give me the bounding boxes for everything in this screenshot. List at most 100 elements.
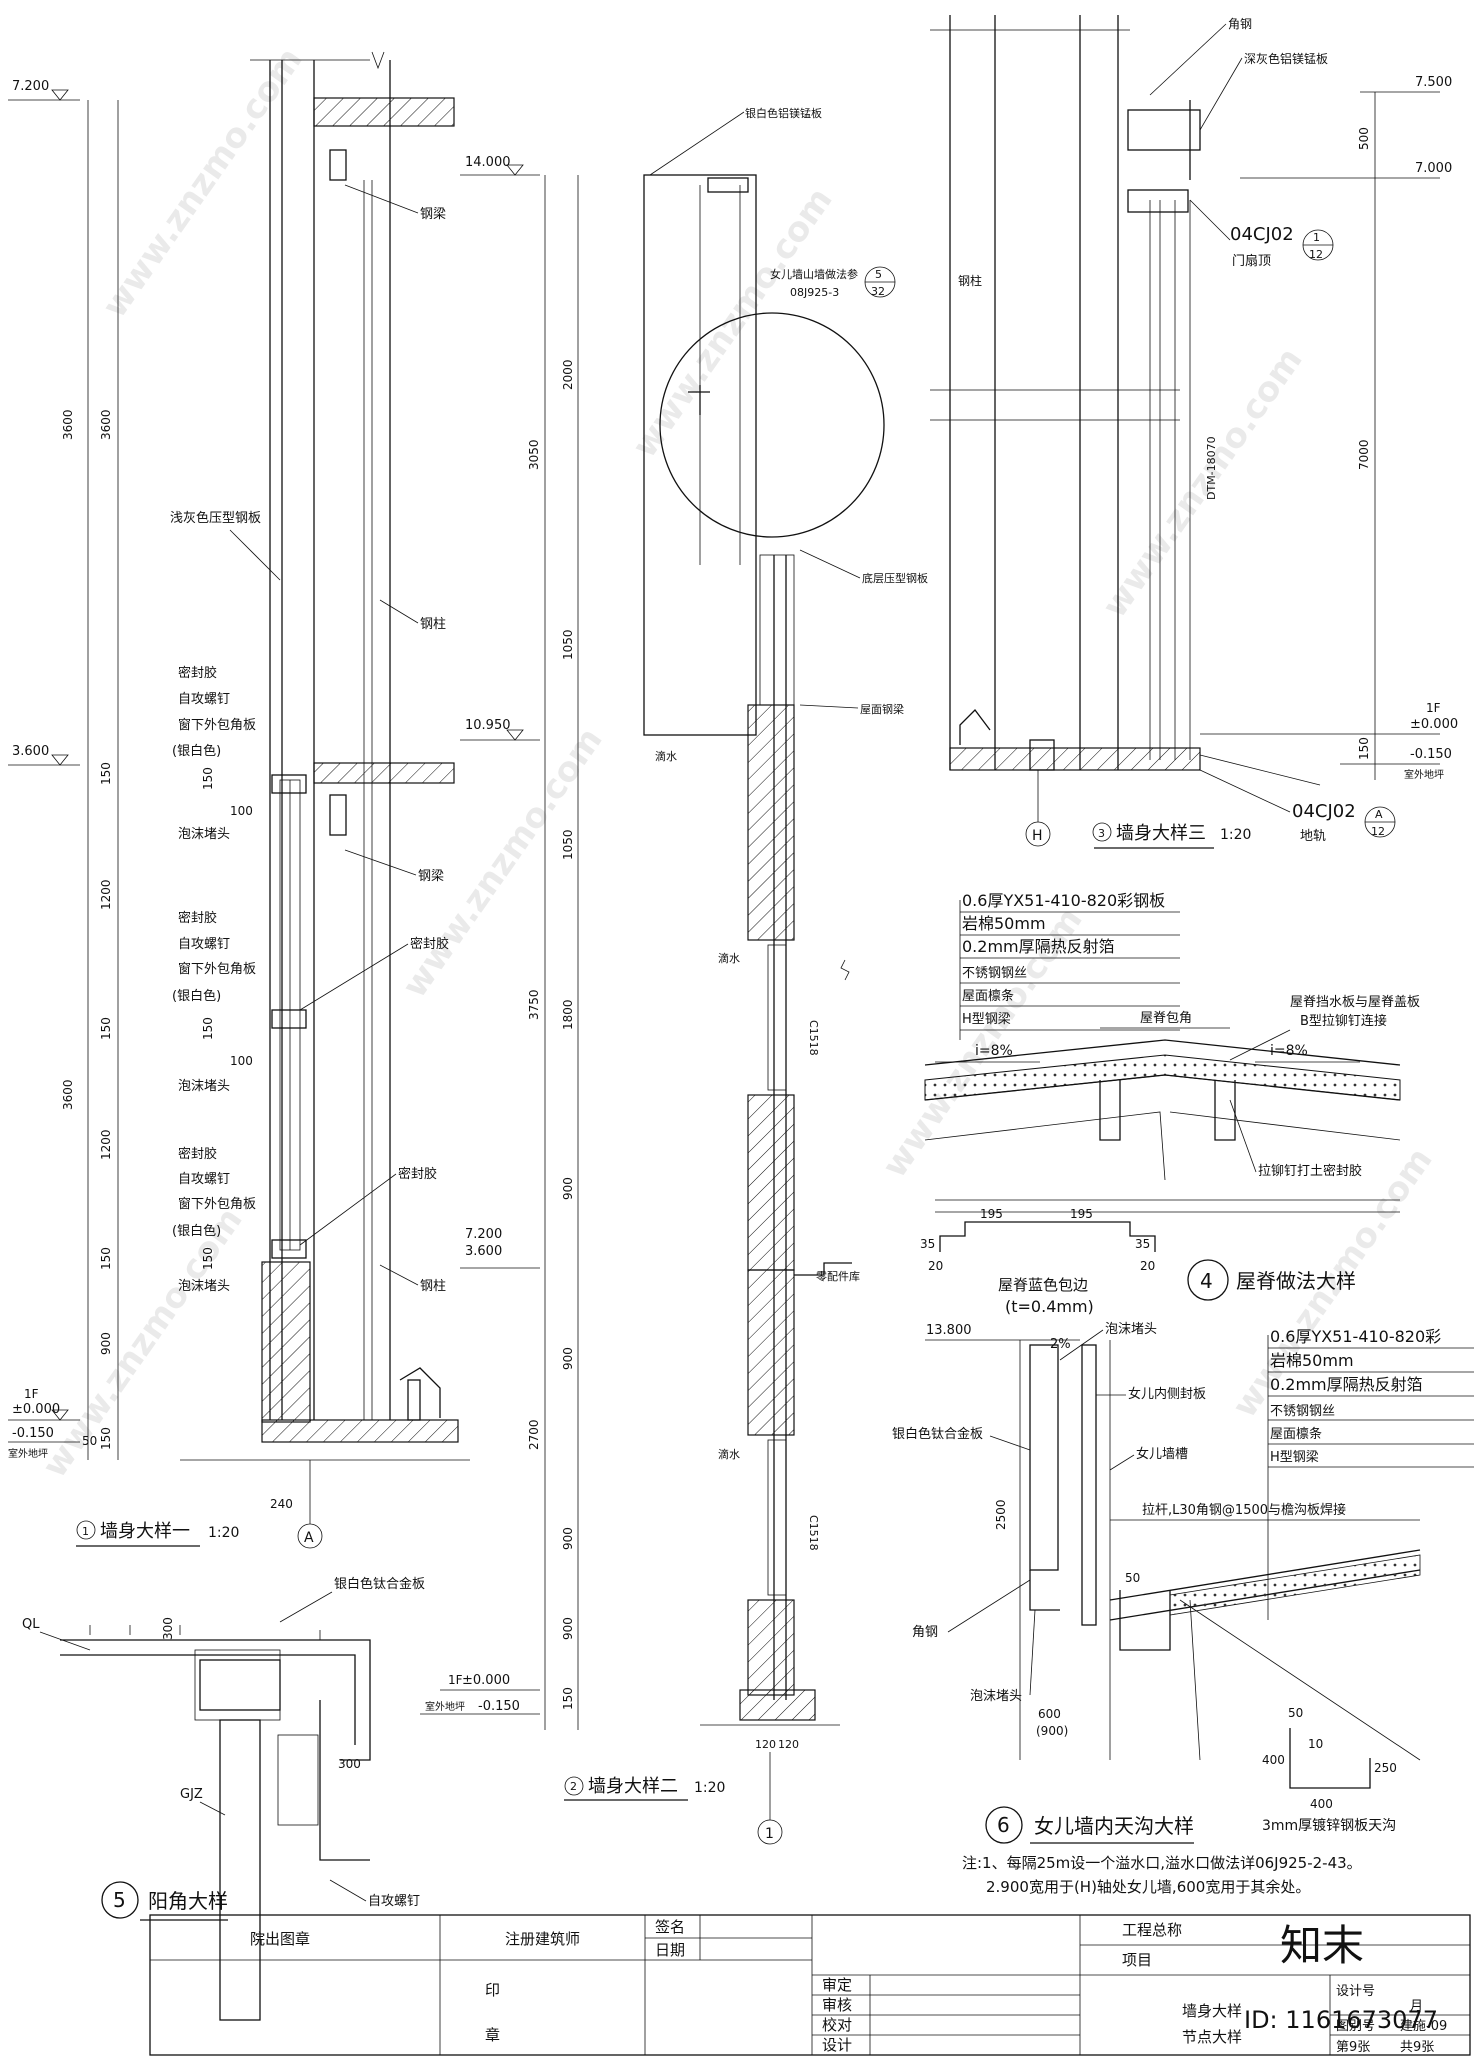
svg-text:300: 300	[161, 1617, 175, 1640]
svg-text:13.800: 13.800	[926, 1323, 972, 1338]
svg-text:角钢: 角钢	[912, 1625, 938, 1640]
svg-text:10.950: 10.950	[465, 718, 511, 733]
svg-text:1800: 1800	[561, 999, 575, 1030]
svg-text:2: 2	[570, 1780, 577, 1793]
svg-text:屋脊做法大样: 屋脊做法大样	[1236, 1269, 1356, 1293]
level-mark: 1F ±0.000 -0.150 室外地坪	[8, 1387, 80, 1460]
svg-text:50: 50	[1288, 1706, 1303, 1720]
svg-text:窗下外包角板: 窗下外包角板	[178, 717, 256, 733]
svg-text:银白色钛合金板: 银白色钛合金板	[892, 1426, 983, 1442]
svg-text:签名: 签名	[655, 1918, 685, 1936]
svg-text:深灰色铝镁锰板: 深灰色铝镁锰板	[1244, 51, 1328, 66]
svg-text:注册建筑师: 注册建筑师	[505, 1930, 580, 1948]
svg-text:1: 1	[82, 1525, 89, 1538]
svg-text:04CJ02: 04CJ02	[1292, 801, 1356, 822]
dimension-text: 3600 3600 150 1200 150 1200 150 900 3600…	[61, 409, 293, 1511]
svg-text:±0.000: ±0.000	[462, 1673, 510, 1688]
svg-text:3: 3	[1098, 827, 1105, 840]
callout-labels: 泡沫堵头 女儿内侧封板 女儿墙槽 银白色钛合金板 拉杆,L30角钢@1500与檐…	[892, 1322, 1396, 1834]
svg-text:审核: 审核	[822, 1996, 852, 2014]
svg-text:自攻螺钉: 自攻螺钉	[178, 937, 230, 952]
svg-text:钢柱: 钢柱	[958, 273, 982, 288]
svg-text:密封胶: 密封胶	[178, 665, 217, 681]
svg-text:不锈钢钢丝: 不锈钢钢丝	[962, 966, 1027, 981]
svg-text:校对: 校对	[822, 2016, 852, 2034]
detail-title: 2 墙身大样二 1:20	[564, 1776, 725, 1801]
svg-text:150: 150	[99, 1427, 113, 1450]
svg-text:7.500: 7.500	[1415, 75, 1452, 90]
svg-text:女儿墙槽: 女儿墙槽	[1136, 1446, 1188, 1462]
layer-list: 0.6厚YX51-410-820彩 岩棉50mm 0.2mm厚隔热反射箔 不锈钢…	[1267, 1327, 1474, 1620]
svg-text:1F: 1F	[1426, 701, 1441, 715]
svg-text:100: 100	[230, 1054, 253, 1068]
svg-text:150: 150	[561, 1687, 575, 1710]
svg-text:0.2mm厚隔热反射箔: 0.2mm厚隔热反射箔	[962, 937, 1115, 956]
svg-text:10: 10	[1308, 1737, 1323, 1751]
svg-text:屋脊包角: 屋脊包角	[1140, 1011, 1192, 1026]
svg-text:1200: 1200	[99, 879, 113, 910]
svg-text:拉杆,L30角钢@1500与檐沟板焊接: 拉杆,L30角钢@1500与檐沟板焊接	[1142, 1502, 1346, 1518]
svg-text:195: 195	[980, 1207, 1003, 1221]
svg-text:150: 150	[201, 1247, 215, 1270]
title-block: 院出图章 注册建筑师 签名 日期 印 章 审定 审核 校对 设计 工程总称 项目…	[149, 1914, 1471, 2056]
svg-text:1F: 1F	[24, 1387, 39, 1401]
svg-text:H型钢梁: H型钢梁	[1270, 1450, 1319, 1465]
svg-text:窗下外包角板: 窗下外包角板	[178, 961, 256, 977]
svg-text:150: 150	[201, 767, 215, 790]
svg-text:±0.000: ±0.000	[12, 1402, 60, 1417]
svg-text:150: 150	[99, 1247, 113, 1270]
svg-text:钢梁: 钢梁	[420, 207, 446, 222]
svg-text:银白色铝镁锰板: 银白色铝镁锰板	[745, 106, 822, 120]
svg-text:120: 120	[778, 1738, 799, 1751]
detail-title: 4 屋脊做法大样	[1187, 1259, 1356, 1301]
svg-text:节点大样: 节点大样	[1182, 2028, 1242, 2046]
detail-3: 7.500 7.000 1F ±0.000 -0.150 室外地坪 500 70…	[930, 15, 1458, 849]
svg-text:屋面檩条: 屋面檩条	[962, 988, 1014, 1004]
svg-text:岩棉50mm: 岩棉50mm	[962, 914, 1046, 933]
watermark-text: www.znzmo.com	[95, 41, 311, 326]
svg-text:2700: 2700	[527, 1419, 541, 1450]
svg-text:900: 900	[561, 1527, 575, 1550]
callout-labels: 屋脊包角 屋脊挡水板与屋脊盖板 B型拉铆钉连接 拉铆钉打土密封胶	[1100, 995, 1420, 1179]
svg-text:1050: 1050	[561, 629, 575, 660]
svg-text:第9张: 第9张	[1336, 2040, 1370, 2055]
callout-labels: 角钢 深灰色铝镁锰板 钢柱	[958, 17, 1328, 288]
svg-text:(银白色): (银白色)	[172, 1223, 221, 1239]
svg-text:-0.150: -0.150	[12, 1426, 54, 1441]
detail-1: 7.200 3.600 1F ±0.000 -0.150 室外地坪 3600 3…	[8, 51, 470, 1549]
svg-text:2%: 2%	[1050, 1337, 1071, 1352]
dimension-text: 195 195 35 35 20 20	[920, 1207, 1155, 1273]
detail-title: 5 阳角大样	[101, 1881, 228, 1921]
svg-text:泡沫堵头: 泡沫堵头	[178, 1079, 230, 1094]
watermark-text: www.znzmo.com	[625, 181, 841, 466]
svg-text:±0.000: ±0.000	[1410, 717, 1458, 732]
svg-text:设计号: 设计号	[1336, 1984, 1375, 1999]
svg-text:密封胶: 密封胶	[178, 1146, 217, 1162]
svg-text:室外地坪: 室外地坪	[8, 1447, 48, 1460]
svg-text:H型钢梁: H型钢梁	[962, 1012, 1011, 1027]
svg-text:自攻螺钉: 自攻螺钉	[178, 692, 230, 707]
watermark-text: www.znzmo.com	[35, 1201, 251, 1486]
ref-bubble: 5 32 女儿墙山墙做法参 08J925-3	[770, 266, 896, 299]
svg-text:浅灰色压型钢板: 浅灰色压型钢板	[170, 510, 261, 526]
svg-text:底层压型钢板: 底层压型钢板	[862, 571, 928, 585]
dimension-text: 500 7000 150	[1357, 127, 1371, 760]
svg-text:-0.150: -0.150	[478, 1699, 520, 1714]
svg-text:室外地坪: 室外地坪	[1404, 768, 1444, 781]
svg-text:DTM-18070: DTM-18070	[1205, 436, 1218, 500]
watermark-text: www.znzmo.com	[1095, 341, 1311, 626]
svg-text:50: 50	[1125, 1571, 1140, 1585]
svg-text:审定: 审定	[822, 1976, 852, 1994]
svg-text:i=8%: i=8%	[975, 1043, 1013, 1059]
svg-text:3.600: 3.600	[12, 744, 49, 759]
detail-6: 13.800 2% 0.6厚YX51-410-820彩 岩棉50mm 0.2mm…	[892, 1322, 1474, 1896]
svg-text:月: 月	[1410, 1999, 1423, 2014]
svg-text:钢柱: 钢柱	[420, 617, 446, 632]
svg-text:1F: 1F	[448, 1673, 463, 1687]
svg-text:(银白色): (银白色)	[172, 743, 221, 759]
svg-text:120: 120	[755, 1738, 776, 1751]
svg-text:20: 20	[1140, 1259, 1155, 1273]
svg-text:04CJ02: 04CJ02	[1230, 224, 1294, 245]
svg-text:(900): (900)	[1036, 1724, 1068, 1738]
